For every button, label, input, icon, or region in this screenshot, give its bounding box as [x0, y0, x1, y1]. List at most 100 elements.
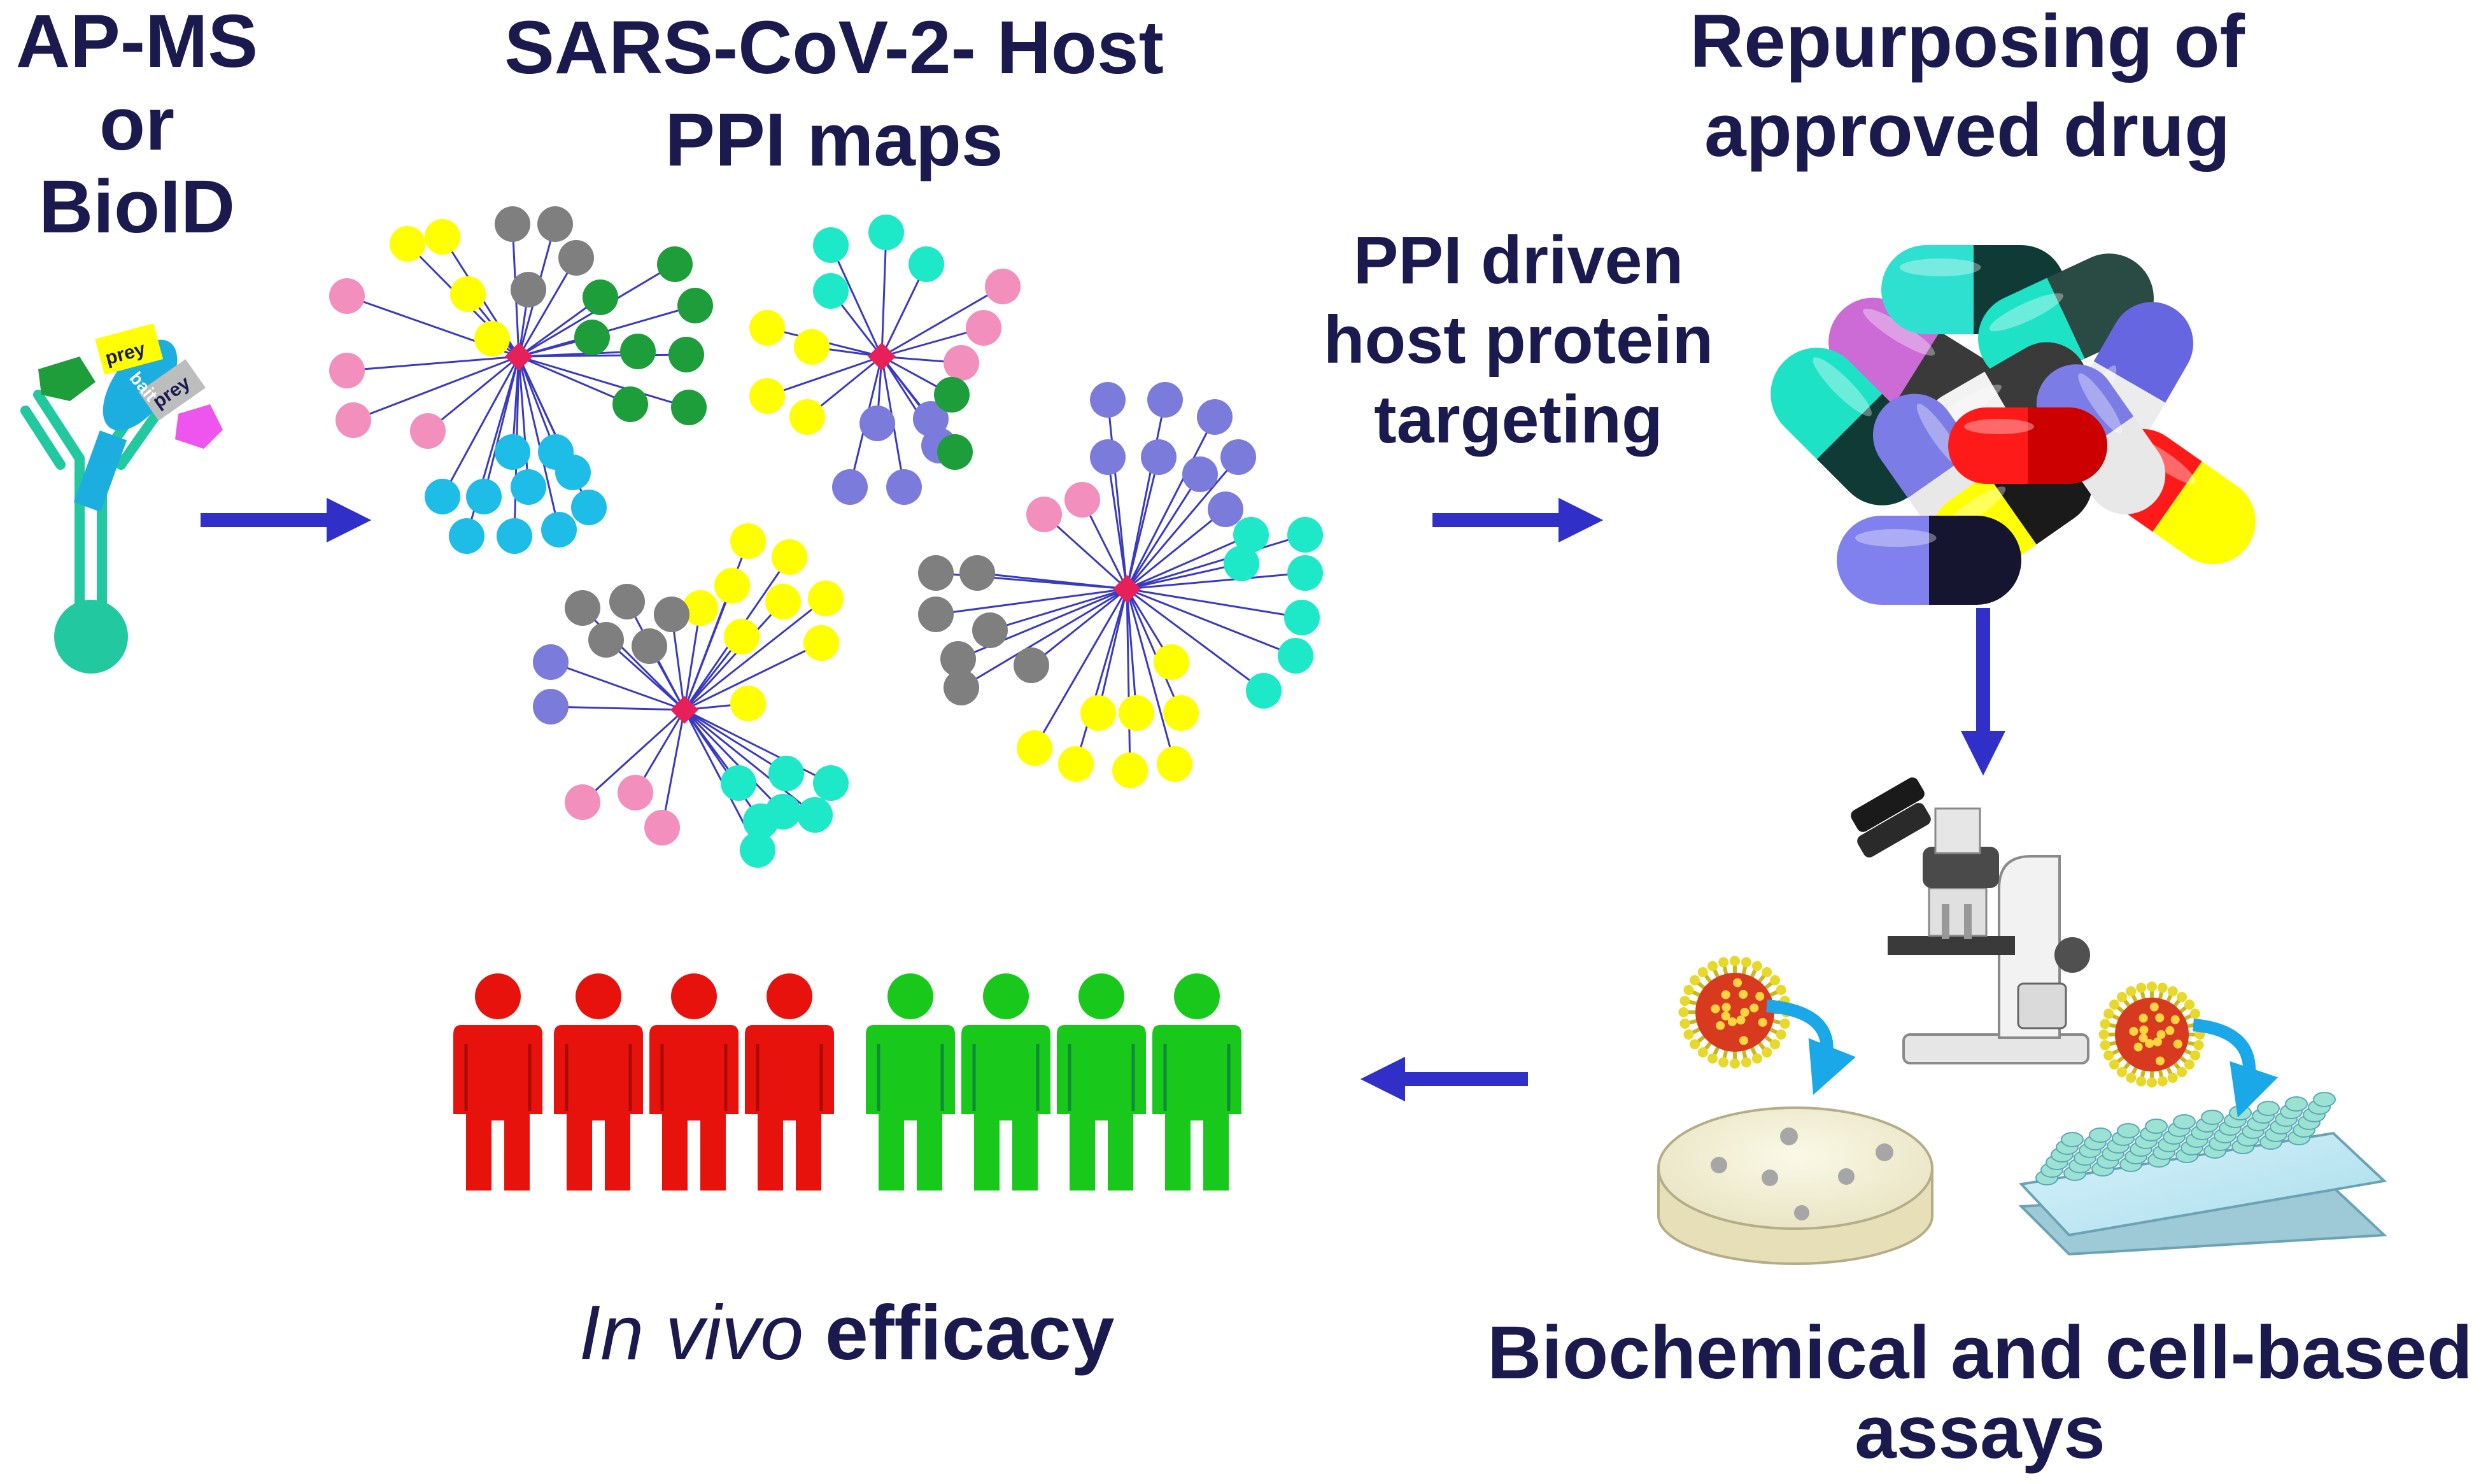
well [2257, 1101, 2280, 1116]
ppi-edge [683, 709, 784, 813]
targeting-label: PPI driven host protein targeting [1324, 223, 1713, 457]
people-group [453, 973, 1241, 1191]
host-protein-node [1141, 439, 1177, 475]
host-protein-node [959, 555, 995, 591]
host-protein-node [714, 568, 750, 604]
host-protein-node [1157, 746, 1192, 782]
ppi-edge [989, 588, 1127, 632]
host-protein-node [654, 597, 689, 632]
assays-line1: Biochemical and cell-based [1487, 1311, 2473, 1395]
host-protein-node [495, 434, 530, 470]
host-protein-node [813, 765, 849, 801]
host-protein-node [671, 390, 707, 425]
antibody-bait-prey-icon: prey bait prey [20, 323, 223, 674]
host-protein-node [574, 320, 610, 355]
ppi-edge [935, 588, 1127, 616]
person-icon [554, 973, 643, 1191]
assays-line2: assays [1855, 1390, 2105, 1474]
ppi-edge [1126, 534, 1306, 590]
ppi-title-line2: PPI maps [665, 98, 1003, 182]
host-protein-node [918, 555, 954, 591]
host-protein-node [908, 246, 944, 282]
host-protein-node [1119, 695, 1154, 731]
ppi-edge [683, 600, 784, 711]
host-protein-node [772, 539, 807, 575]
ppi-edge [1075, 588, 1128, 765]
well [2313, 1092, 2336, 1107]
ppi-edge [1033, 588, 1128, 749]
host-protein-node [944, 345, 979, 381]
ppi-edge [427, 355, 520, 432]
ppi-edge [1106, 456, 1128, 590]
apms-label-line2: or [99, 82, 174, 166]
ppi-edge [1031, 588, 1127, 667]
host-protein-node [972, 612, 1008, 648]
ppi-edge [518, 355, 689, 409]
host-protein-node [886, 469, 922, 505]
host-protein-node [618, 775, 653, 810]
ppi-edge [961, 588, 1127, 689]
microscope-icon [1851, 777, 2090, 1064]
host-protein-node [1026, 497, 1062, 532]
host-protein-node [1208, 491, 1243, 527]
ppi-edge [1126, 588, 1176, 765]
host-protein-node [588, 622, 624, 658]
person-icon [453, 973, 542, 1191]
host-protein-node [797, 797, 833, 833]
host-protein-node [329, 278, 365, 314]
ppi-edge [1126, 508, 1226, 590]
ppi-edge [1126, 562, 1242, 590]
host-protein-node [740, 832, 775, 868]
host-protein-node [966, 310, 1001, 346]
ppi-title-line1: SARS-CoV-2- Host [504, 6, 1164, 90]
ppi-edge [1126, 456, 1160, 590]
ppi-edge [1126, 534, 1252, 590]
well [2285, 1096, 2308, 1112]
viral-bait-hub [868, 343, 896, 371]
host-protein-node [571, 490, 607, 525]
apms-label-line3: BioID [39, 165, 235, 249]
host-protein-node [450, 276, 486, 312]
host-protein-node [808, 581, 844, 616]
host-protein-node [768, 756, 804, 791]
drug-capsules [1771, 245, 2256, 605]
host-protein-node [749, 378, 785, 414]
ppi-edge [1126, 588, 1182, 714]
invivo-efficacy-label: In vivo efficacy [579, 1289, 1115, 1376]
ppi-edge [977, 572, 1127, 590]
petri-dish-icon [1657, 1106, 1933, 1265]
ppi-edge [683, 585, 733, 710]
host-protein-node [721, 765, 756, 801]
host-protein-node [1284, 600, 1320, 635]
host-protein-node [1058, 746, 1094, 782]
person-icon [1057, 973, 1146, 1191]
ppi-networks [329, 206, 1323, 868]
ppi-network [329, 206, 713, 554]
host-protein-node [794, 329, 830, 365]
host-protein-node [336, 402, 371, 438]
host-protein-node [813, 273, 849, 309]
host-protein-node [749, 310, 785, 346]
host-protein-node [1112, 753, 1148, 788]
ppi-edge [830, 244, 883, 357]
apms-bioid-label: AP-MS or BioID [16, 0, 258, 249]
host-protein-node [918, 597, 954, 632]
host-protein-node [1147, 382, 1183, 418]
capsule-icon [1948, 407, 2107, 484]
host-protein-node [1014, 647, 1049, 683]
ppi-edge [1097, 588, 1128, 714]
host-protein-node [1182, 456, 1218, 492]
host-protein-node [390, 226, 425, 262]
host-protein-node [533, 689, 569, 724]
host-protein-node [1080, 695, 1116, 731]
host-protein-node [1287, 517, 1323, 553]
host-protein-node [677, 288, 713, 323]
person-icon [745, 973, 834, 1191]
host-protein-node [644, 810, 680, 845]
host-protein-node [1090, 439, 1126, 475]
host-protein-node [944, 670, 979, 705]
ppi-edge [1126, 588, 1303, 619]
ppi-edge [684, 709, 831, 784]
ppi-network [533, 523, 849, 868]
ppi-edge [518, 353, 687, 358]
